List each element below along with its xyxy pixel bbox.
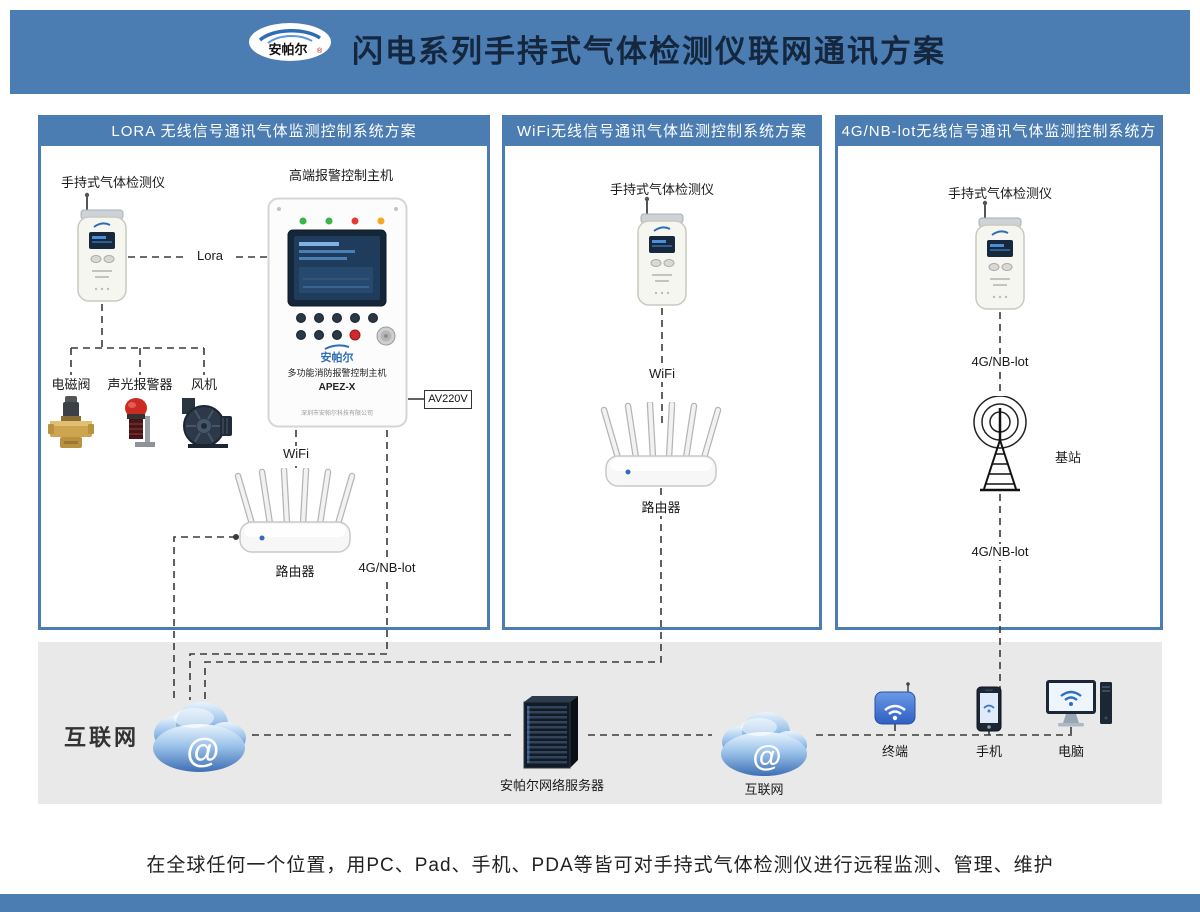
cloud-at-symbol: @ — [752, 740, 781, 773]
label-server: 安帕尔网络服务器 — [499, 778, 604, 793]
gas-detector-icon-4g — [975, 200, 1025, 310]
computer-icon — [1046, 680, 1112, 727]
solenoid-valve-icon — [48, 396, 94, 448]
page-title: 闪电系列手持式气体检测仪联网通讯方案 — [352, 34, 946, 69]
base-station-icon — [973, 396, 1027, 492]
footer-bar — [0, 894, 1200, 912]
gas-detector-icon-lora — [77, 192, 127, 302]
label-wifi-lora: WiFi — [276, 446, 316, 462]
label-terminal: 终端 — [881, 744, 908, 759]
label-nb-top: 4G/NB-lot — [965, 354, 1035, 370]
host-company-text: 深圳市安帕尔科技有限公司 — [301, 409, 373, 417]
label-router-lora: 路由器 — [275, 564, 315, 579]
router-icon-wifi — [600, 402, 722, 487]
label-nb-lora: 4G/NB-lot — [352, 560, 422, 576]
brand-logo-icon: 安帕尔 ® — [249, 23, 331, 61]
phone-icon — [976, 686, 1002, 732]
label-phone: 手机 — [975, 744, 1002, 759]
label-alarm: 声光报警器 — [105, 377, 175, 393]
label-detector-4g: 手持式气体检测仪 — [947, 186, 1052, 201]
label-nb-bottom: 4G/NB-lot — [965, 544, 1035, 560]
label-internet-left: 互联网 — [64, 725, 140, 750]
router-icon-lora — [234, 468, 356, 553]
host-name-text: 多功能消防报警控制主机 — [287, 367, 386, 378]
label-host: 高端报警控制主机 — [288, 168, 393, 183]
brand-logo-reg: ® — [317, 47, 323, 55]
cloud-at-symbol: @ — [186, 732, 219, 770]
footer-note: 在全球任何一个位置，用PC、Pad、手机、PDA等皆可对手持式气体检测仪进行远程… — [146, 855, 1054, 876]
brand-logo-text: 安帕尔 — [268, 42, 307, 57]
label-pc: 电脑 — [1057, 744, 1084, 759]
gas-detector-icon-wifi — [637, 196, 687, 306]
host-model-text: APEZ-X — [319, 382, 356, 393]
server-icon — [523, 696, 578, 769]
label-fan: 风机 — [184, 377, 224, 393]
terminal-device-icon — [874, 682, 916, 725]
host-brand-text: 安帕尔 — [321, 350, 354, 364]
label-wifi-link: WiFi — [643, 366, 681, 382]
label-power-av220v: AV220V — [424, 390, 472, 409]
sound-light-alarm-icon — [125, 398, 155, 447]
internet-cloud-icon-left: @ — [153, 702, 246, 772]
alarm-control-host-icon: 安帕尔 多功能消防报警控制主机 APEZ-X 深圳市安帕尔科技有限公司 — [267, 197, 408, 428]
label-base-station: 基站 — [1054, 450, 1081, 465]
label-detector-wifi: 手持式气体检测仪 — [609, 182, 714, 197]
fan-icon — [182, 398, 232, 448]
label-router-wifi: 路由器 — [628, 500, 694, 516]
panel-lora-title: LORA 无线信号通讯气体监测控制系统方案 — [41, 118, 487, 146]
internet-cloud-icon-right: @ — [721, 712, 807, 776]
panel-wifi-title: WiFi无线信号通讯气体监测控制系统方案 — [505, 118, 819, 146]
panel-4g-title: 4G/NB-lot无线信号通讯气体监测控制系统方案 — [838, 118, 1160, 168]
label-internet-cloud2: 互联网 — [744, 782, 784, 797]
label-lora-link: Lora — [188, 248, 232, 264]
label-valve: 电磁阀 — [49, 377, 93, 393]
header-bar: 安帕尔 ® 闪电系列手持式气体检测仪联网通讯方案 — [10, 10, 1190, 94]
label-detector-lora: 手持式气体检测仪 — [60, 175, 165, 190]
